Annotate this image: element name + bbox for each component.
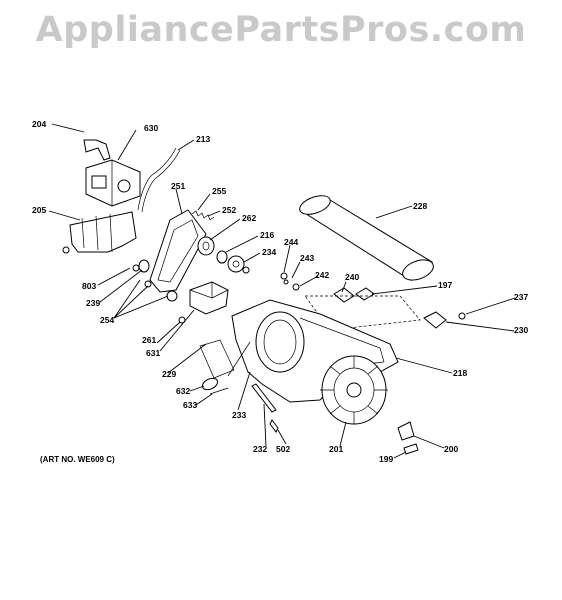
part-blower-housing-218 xyxy=(231,299,399,403)
callout-197: 197 xyxy=(438,280,452,290)
part-pulley-234 xyxy=(227,255,250,274)
callout-631: 631 xyxy=(146,348,160,358)
callout-204: 204 xyxy=(32,119,46,129)
callout-243: 243 xyxy=(300,253,314,263)
callout-240: 240 xyxy=(345,272,359,282)
part-switch-631 xyxy=(189,281,229,315)
part-screw-502 xyxy=(269,419,279,433)
callout-502: 502 xyxy=(276,444,290,454)
part-bracket-240 xyxy=(333,287,355,303)
callout-252: 252 xyxy=(222,205,236,215)
part-blower-wheel-201 xyxy=(320,355,388,425)
callout-199: 199 xyxy=(379,454,393,464)
callout-228: 228 xyxy=(413,201,427,211)
callout-632: 632 xyxy=(176,386,190,396)
part-screw-237 xyxy=(458,312,466,320)
part-thermostat-230 xyxy=(423,311,447,329)
callout-803: 803 xyxy=(82,281,96,291)
callout-233: 233 xyxy=(232,410,246,420)
callout-213: 213 xyxy=(196,134,210,144)
callout-201: 201 xyxy=(329,444,343,454)
callout-255: 255 xyxy=(212,186,226,196)
part-bearing-239 xyxy=(138,259,150,273)
part-cord-213 xyxy=(137,147,177,211)
callout-218: 218 xyxy=(453,368,467,378)
callout-630: 630 xyxy=(144,123,158,133)
callout-242: 242 xyxy=(315,270,329,280)
callout-251: 251 xyxy=(171,181,185,191)
callout-244: 244 xyxy=(284,237,298,247)
callout-labels: 204 630 213 251 255 205 252 262 216 234 … xyxy=(32,119,528,464)
part-bolt-232 xyxy=(251,383,277,413)
part-screw-199 xyxy=(403,443,419,455)
callout-230: 230 xyxy=(514,325,528,335)
callout-237: 237 xyxy=(514,292,528,302)
part-screw-261 xyxy=(178,316,186,324)
watermark-text: AppliancePartsPros.com xyxy=(35,10,527,50)
part-pulley-262 xyxy=(197,236,215,256)
callout-216: 216 xyxy=(260,230,274,240)
callout-232: 232 xyxy=(253,444,267,454)
part-spring-255 xyxy=(191,210,215,221)
part-pin-803 xyxy=(132,264,140,272)
callout-261: 261 xyxy=(142,335,156,345)
callout-262: 262 xyxy=(242,213,256,223)
part-idler-arm-251 xyxy=(149,209,207,302)
callout-254: 254 xyxy=(100,315,114,325)
part-bracket-200 xyxy=(397,421,415,441)
part-bushing-632 xyxy=(201,377,219,391)
part-clip-204 xyxy=(83,139,111,161)
part-bracket-229 xyxy=(199,339,235,379)
callout-200: 200 xyxy=(444,444,458,454)
part-bracket-205 xyxy=(62,211,137,254)
callout-205: 205 xyxy=(32,205,46,215)
part-washer-216 xyxy=(216,250,228,264)
callout-633: 633 xyxy=(183,400,197,410)
callout-234: 234 xyxy=(262,247,276,257)
callout-229: 229 xyxy=(162,369,176,379)
part-duct-228 xyxy=(298,195,434,281)
part-clip-244 xyxy=(280,272,288,280)
part-screw-243 xyxy=(292,283,300,291)
leader-lines xyxy=(48,123,516,459)
part-motor-630 xyxy=(85,159,141,207)
callout-239: 239 xyxy=(86,298,100,308)
part-clip-633 xyxy=(209,387,229,395)
art-number-note: (ART NO. WE609 C) xyxy=(40,455,115,464)
part-bracket-197 xyxy=(355,287,375,301)
part-rod-233 xyxy=(227,341,251,377)
